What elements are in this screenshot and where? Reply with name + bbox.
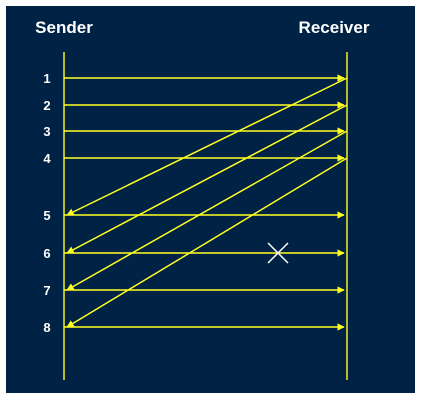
packet-number-8: 8 [43,320,50,335]
diagram-background [6,6,415,393]
receiver-label: Receiver [299,18,370,37]
sender-label: Sender [35,18,93,37]
ack-arrow-3-to-7 [66,130,348,291]
packet-number-2: 2 [43,98,50,113]
ack-arrow-1-to-5 [66,77,348,216]
packet-number-7: 7 [43,283,50,298]
acks-layer [66,77,348,328]
packet-number-3: 3 [43,124,50,139]
loss-marker [267,242,289,264]
packet-number-4: 4 [43,151,51,166]
ack-arrow-2-to-6 [66,104,348,254]
ack-arrow-4-to-8 [66,157,348,328]
packets-layer: 1 2 3 4 5 6 7 8 [43,71,345,335]
packet-number-6: 6 [43,246,50,261]
loss-x-stroke-2 [267,242,289,264]
packet-number-5: 5 [43,208,50,223]
packet-number-1: 1 [43,71,50,86]
